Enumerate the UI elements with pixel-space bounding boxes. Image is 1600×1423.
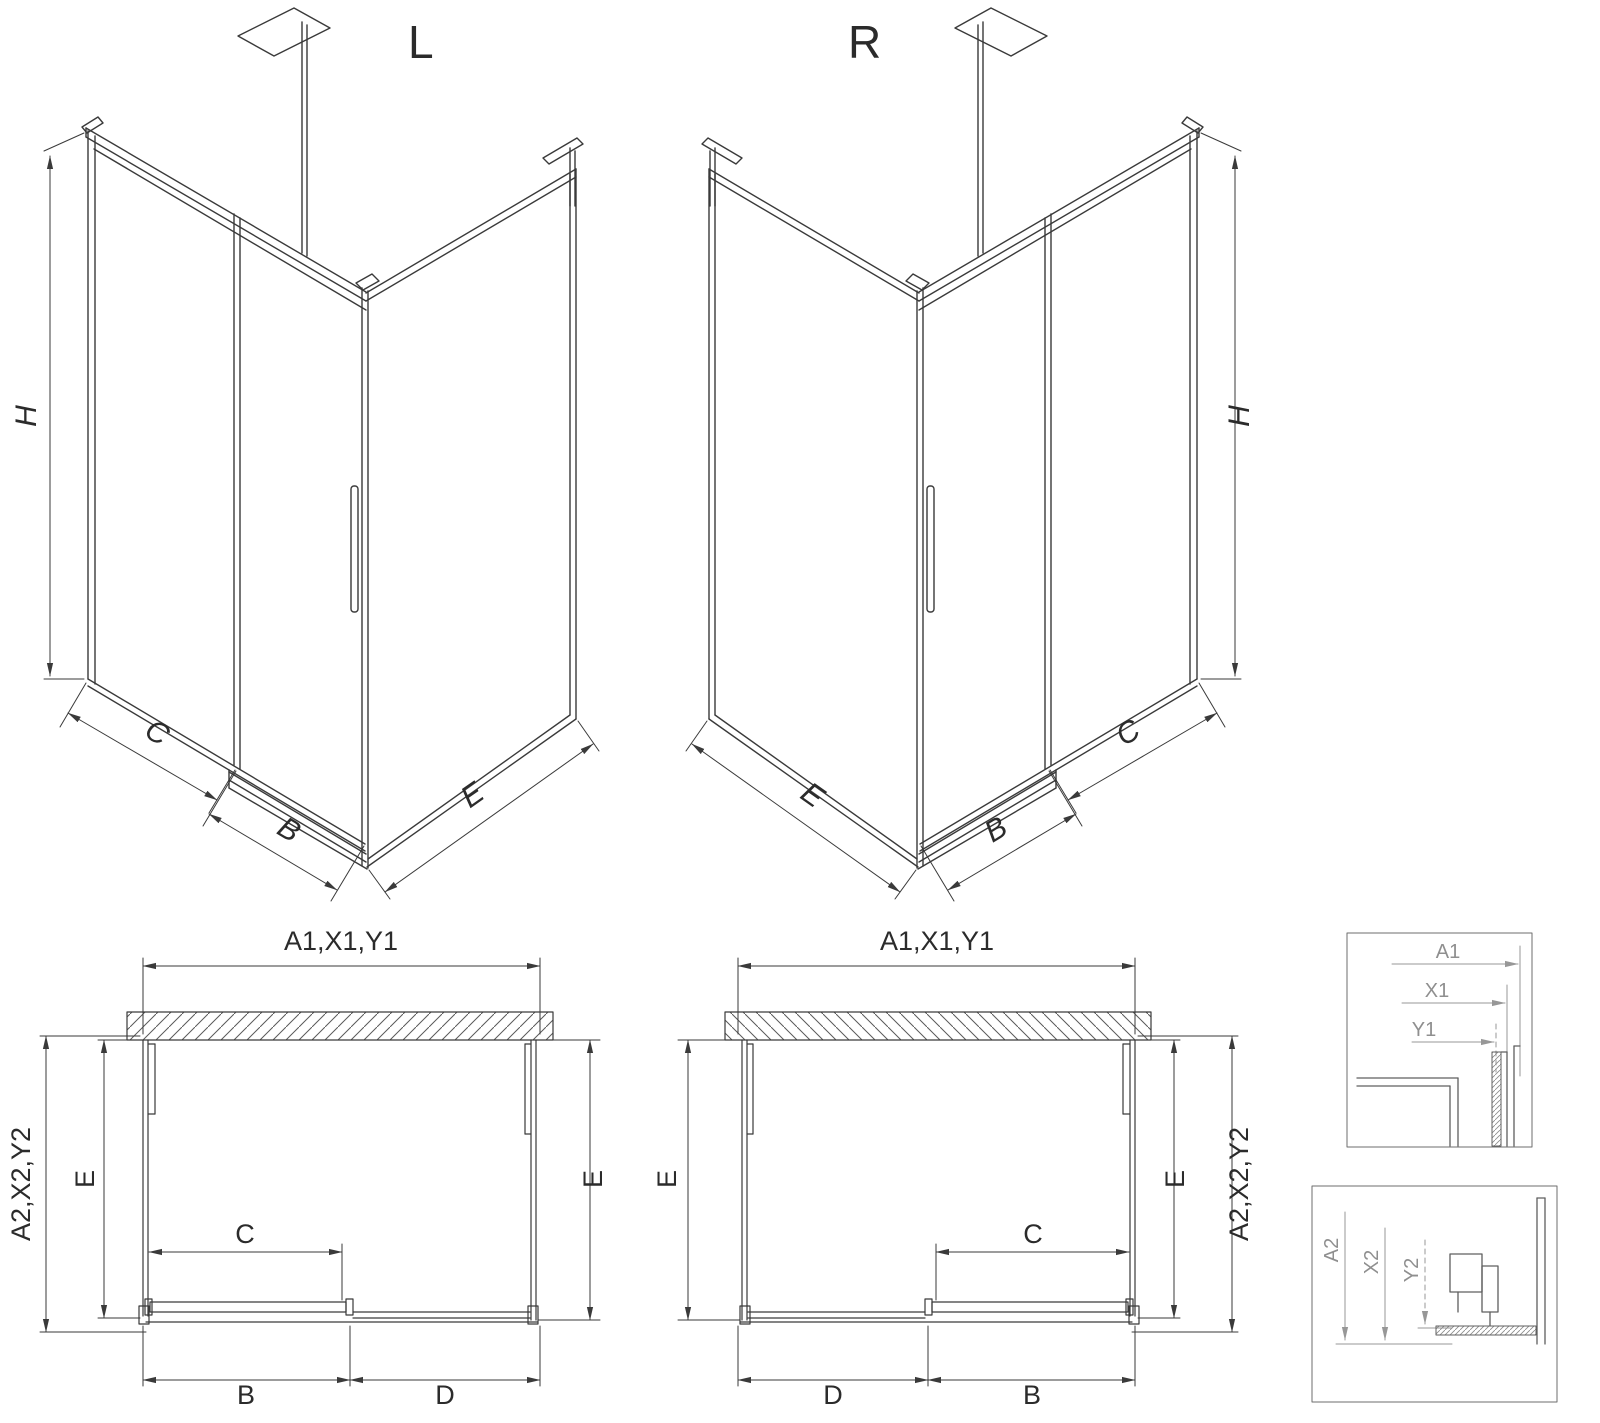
detail-vertical-section: A2 X2 Y2 <box>1311 1185 1558 1403</box>
plan-left-dim-label-a2: A2,X2,Y2 <box>6 1127 36 1241</box>
side-panel-glass <box>365 137 584 868</box>
corner-post <box>355 273 380 869</box>
door-handle <box>350 485 359 613</box>
plan-right-dim-label-c: C <box>1023 1219 1043 1249</box>
detail-frame <box>1346 932 1533 1148</box>
glass-cross-section <box>1435 1325 1537 1336</box>
glass-cross-section <box>1491 1051 1502 1147</box>
iso-right-dim-label-h: H <box>1223 405 1256 427</box>
detail-profile-drawing <box>1356 1045 1521 1147</box>
detail-frame <box>1311 1185 1558 1403</box>
plan-right-dim-label-a2: A2,X2,Y2 <box>1224 1127 1254 1241</box>
detail-dim-label-x1: X1 <box>1425 980 1449 1002</box>
iso-left-view <box>43 7 600 902</box>
plan-left-view <box>39 957 601 1387</box>
plan-door-assembly <box>138 1298 539 1325</box>
iso-right-view <box>686 8 1241 901</box>
door-edge <box>233 213 241 770</box>
iso-right-title: R <box>848 16 881 68</box>
iso-right-dim-label-e: E <box>795 776 831 815</box>
iso-dimension-lines <box>43 132 600 902</box>
plan-right-dim-label-e-right: E <box>1160 1170 1190 1188</box>
detail-dim-label-y1: Y1 <box>1412 1019 1436 1041</box>
building-wall-section <box>126 1011 554 1041</box>
plan-left-glass-wall <box>142 1039 156 1317</box>
plan-left-dim-label-e-left: E <box>70 1170 100 1188</box>
detail-dim-label-y2: Y2 <box>1401 1258 1423 1282</box>
ceiling-support <box>237 7 331 257</box>
plan-left-dim-label-b: B <box>237 1380 255 1410</box>
iso-left-title: L <box>408 16 434 68</box>
detail-horizontal-section: A1 X1 Y1 <box>1346 932 1533 1148</box>
plan-dimension-lines <box>39 957 601 1387</box>
iso-left-dim-label-e: E <box>455 775 491 814</box>
plan-right-view <box>678 958 1238 1386</box>
plan-right-dim-label-d: D <box>823 1380 843 1410</box>
plan-left-dim-label-e-right: E <box>578 1170 608 1188</box>
wall-bracket-left <box>81 116 104 134</box>
top-rail <box>85 127 367 311</box>
detail-profile-drawing <box>1435 1197 1546 1345</box>
detail-dim-label-a2: A2 <box>1321 1238 1343 1262</box>
plan-left-dim-label-c: C <box>235 1219 255 1249</box>
plan-right-dim-label-e-left: E <box>652 1170 682 1188</box>
plan-left-dim-label-a1: A1,X1,Y1 <box>284 926 398 956</box>
plan-right-dim-label-b: B <box>1023 1380 1041 1410</box>
left-panel-glass <box>87 130 96 685</box>
detail-dim-label-x2: X2 <box>1361 1250 1383 1274</box>
plan-left-dim-label-d: D <box>435 1380 455 1410</box>
detail-dim-lines <box>1335 1211 1453 1345</box>
bottom-track <box>87 678 368 870</box>
iso-left-dim-label-h: H <box>10 405 43 427</box>
plan-right-dim-label-a1: A1,X1,Y1 <box>880 926 994 956</box>
detail-dim-label-a1: A1 <box>1436 941 1460 963</box>
plan-right-glass-wall <box>524 1039 537 1321</box>
